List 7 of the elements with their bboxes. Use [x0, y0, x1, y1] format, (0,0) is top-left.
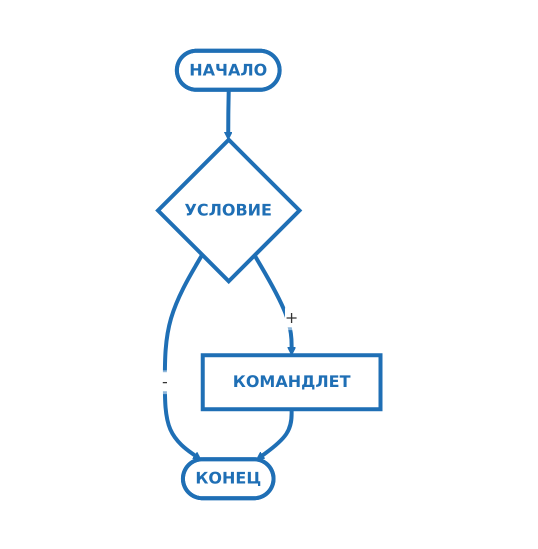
- node-box: КОМАНДЛЕТ: [200, 353, 382, 412]
- arrow: [256, 409, 294, 460]
- node-diamond: УСЛОВИЕ: [154, 136, 302, 284]
- arrow: [224, 90, 232, 140]
- edge-label: +: [284, 308, 298, 328]
- edge-label: -: [162, 372, 168, 392]
- arrow: [252, 254, 296, 356]
